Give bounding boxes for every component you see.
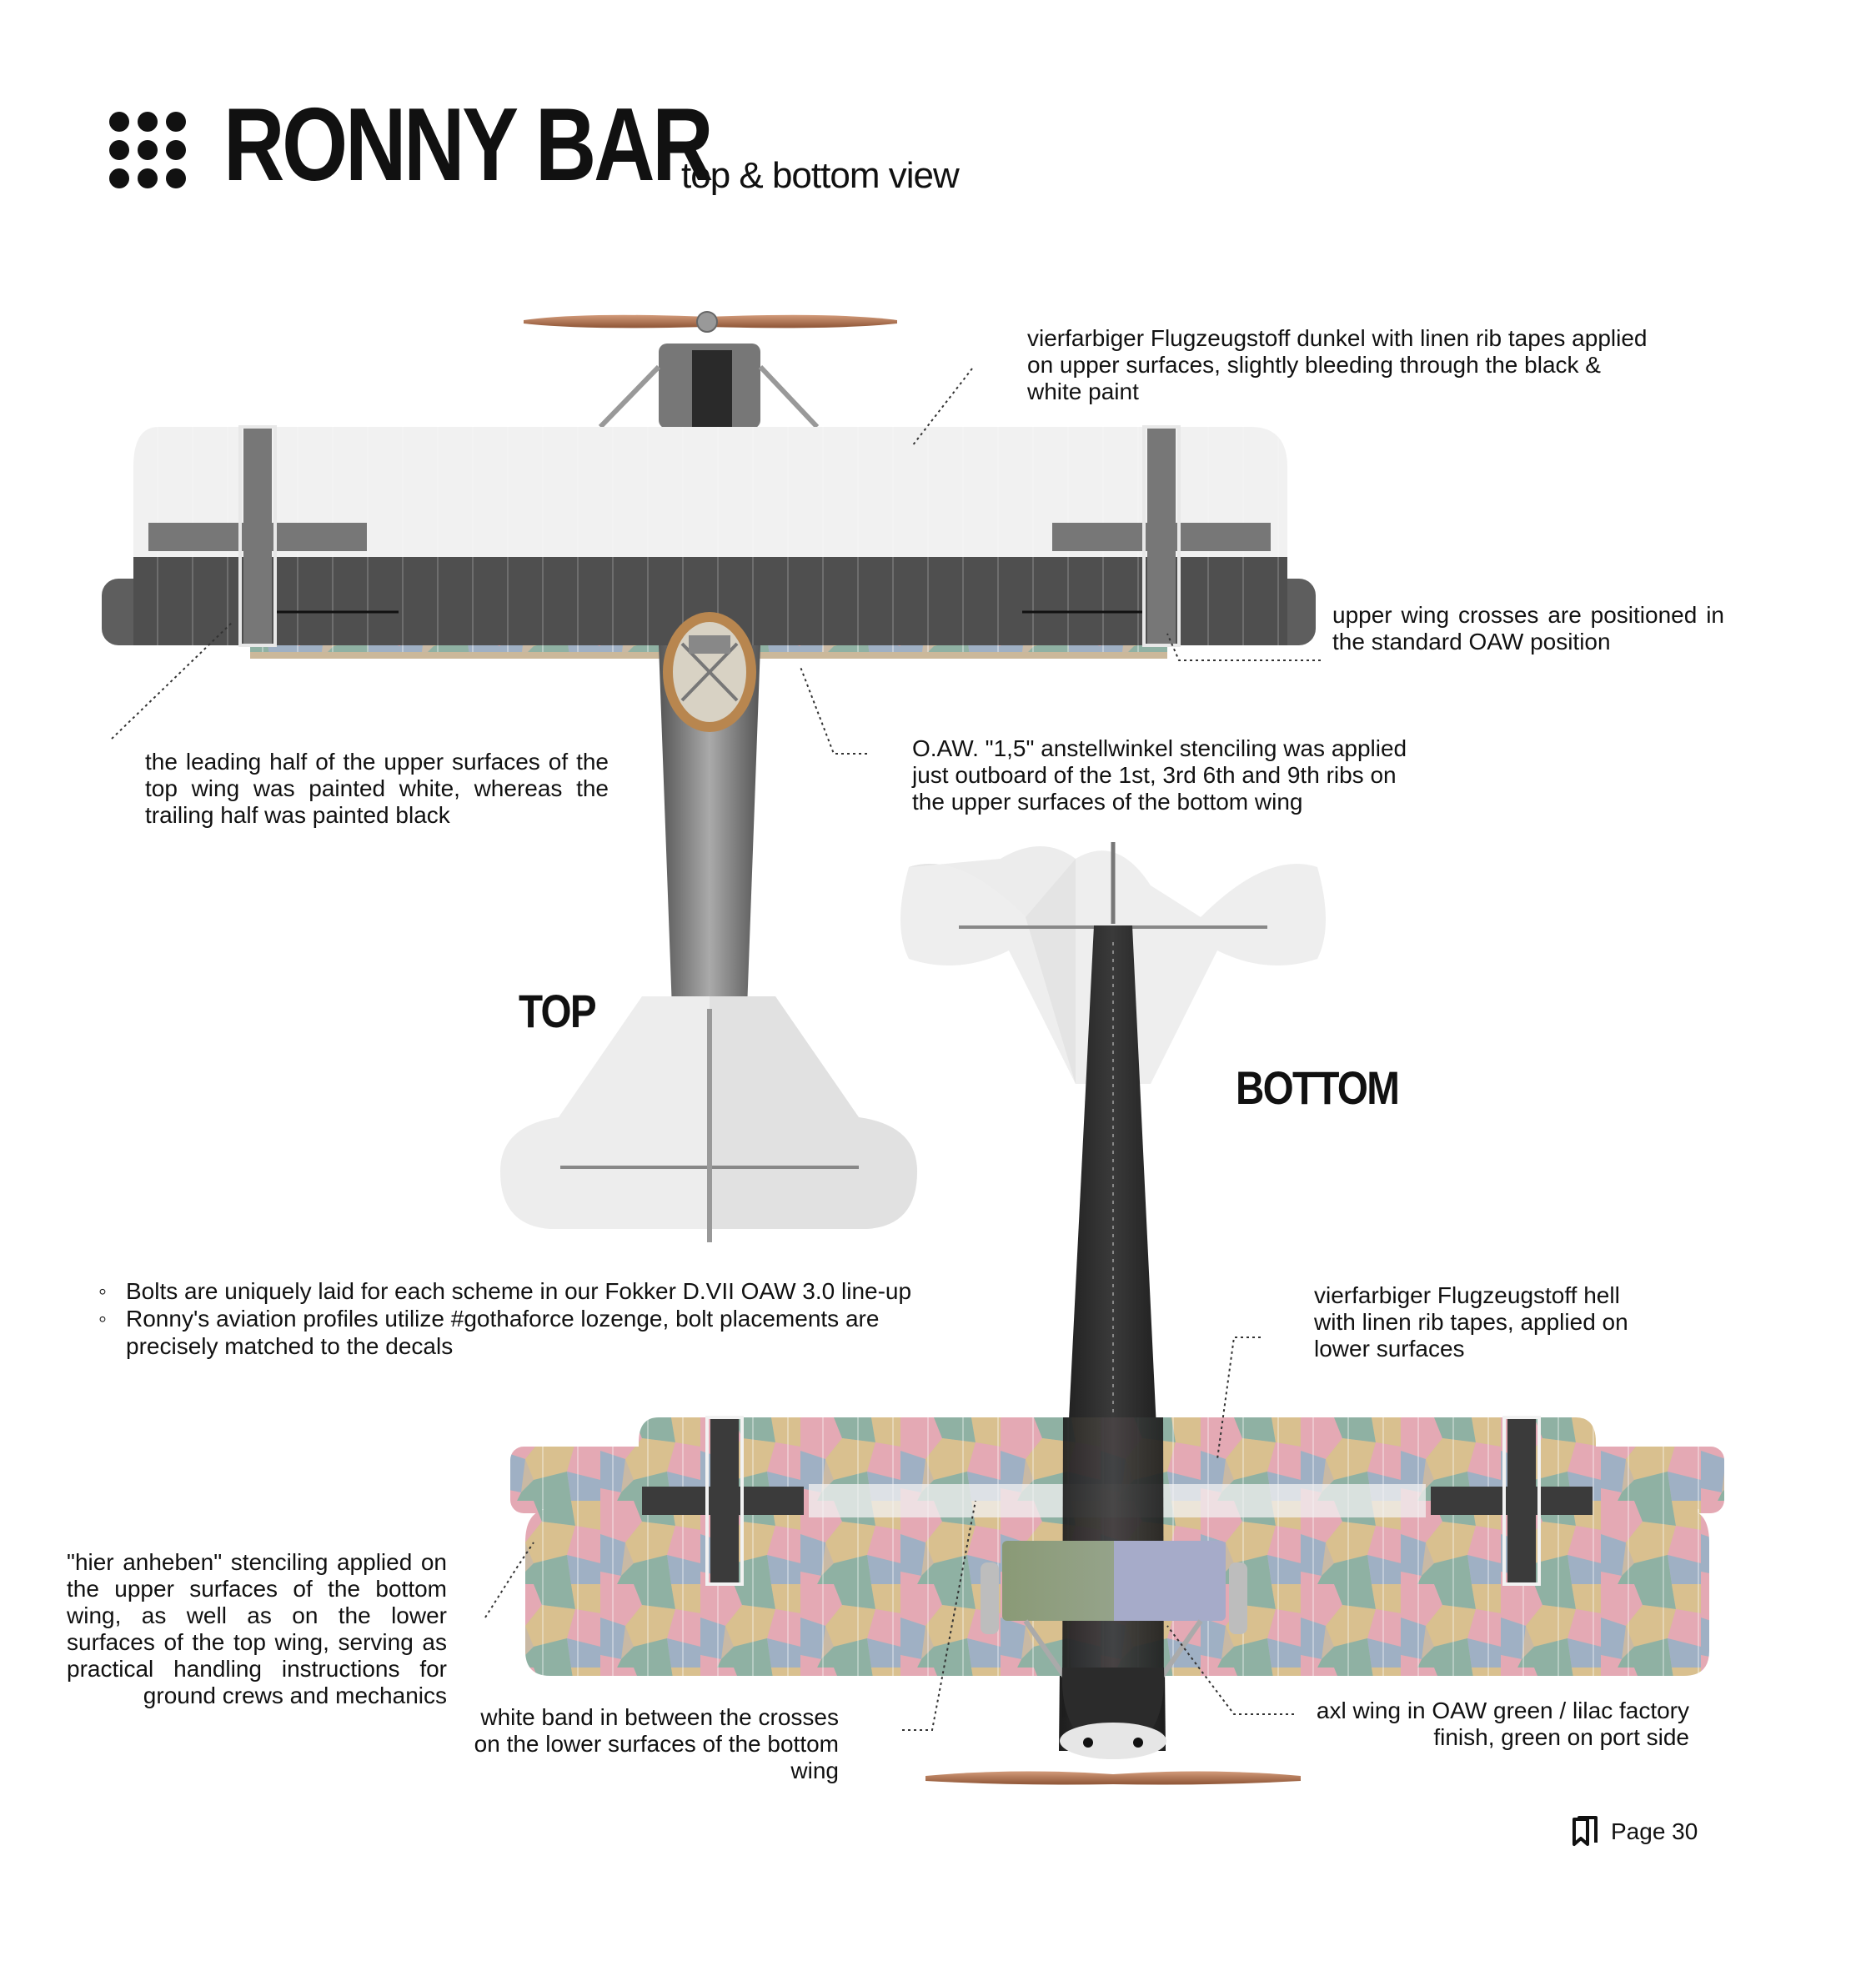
note-wing-crosses: upper wing crosses are positioned in the… <box>1332 602 1724 654</box>
page-number: Page 30 <box>1611 1818 1698 1844</box>
note-hier-anheben: "hier anheben" stenciling applied on the… <box>67 1549 447 1708</box>
dots-logo-icon <box>109 112 186 188</box>
note-axl-wing: axl wing in OAW green / lilac factory fi… <box>1316 1698 1689 1750</box>
page-subtitle: top & bottom view <box>681 155 960 196</box>
page-title: RONNY BAR <box>223 88 714 203</box>
bullet-item: Ronny's aviation profiles utilize #gotha… <box>98 1305 966 1360</box>
bottom-view-aircraft <box>510 842 1724 1785</box>
bullet-list: Bolts are uniquely laid for each scheme … <box>98 1277 966 1360</box>
note-stenciling-angle: O.AW. "1,5" anstellwinkel stenciling was… <box>912 735 1407 815</box>
bottom-view-label: BOTTOM <box>1236 1061 1400 1114</box>
leader-lines <box>111 368 1321 1731</box>
bookmark-icon <box>1573 1816 1598 1846</box>
note-white-band: white band in between the crosses on the… <box>474 1704 839 1783</box>
page-footer: Page 30 <box>1571 1816 1698 1848</box>
note-lower-fabric: vierfarbiger Flugzeugstoff hell with lin… <box>1314 1282 1628 1362</box>
top-view-aircraft <box>102 311 1316 1242</box>
bullet-item: Bolts are uniquely laid for each scheme … <box>98 1277 966 1305</box>
note-upper-fabric: vierfarbiger Flugzeugstoff dunkel with l… <box>1027 325 1648 404</box>
note-leading-half: the leading half of the upper surfaces o… <box>145 749 609 828</box>
top-view-label: TOP <box>519 985 597 1037</box>
